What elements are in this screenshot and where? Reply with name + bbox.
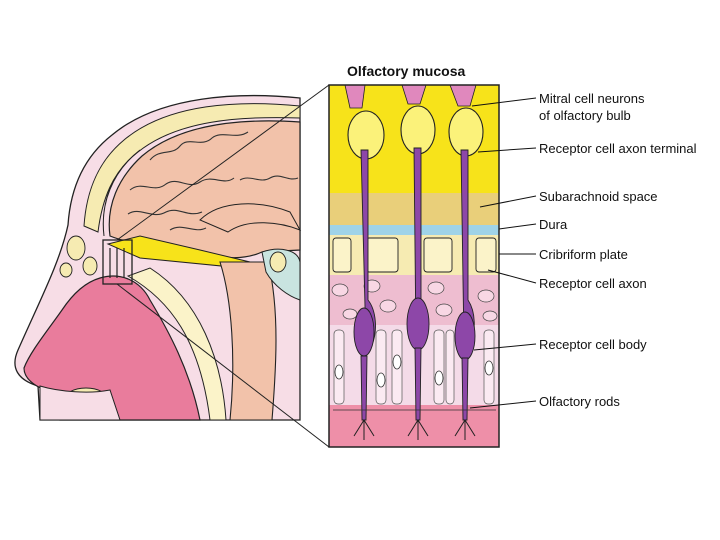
lower-jaw bbox=[39, 385, 121, 421]
highlight-fibers bbox=[109, 248, 125, 278]
axon-layer-cells bbox=[331, 279, 498, 322]
skull bbox=[83, 103, 301, 233]
leader-subarachnoid bbox=[479, 195, 537, 208]
head-section bbox=[14, 84, 330, 448]
label-mitral-cell-neurons: Mitral cell neurons of olfactory bulb bbox=[539, 90, 645, 124]
leader-terminal bbox=[477, 147, 537, 153]
diagram-title: Olfactory mucosa bbox=[347, 63, 466, 79]
label-receptor-cell-body: Receptor cell body bbox=[539, 337, 647, 352]
zoom-line-bottom bbox=[116, 283, 330, 448]
cribriform-cells bbox=[332, 237, 497, 273]
label-receptor-cell-axon: Receptor cell axon bbox=[539, 276, 647, 291]
leader-dura bbox=[498, 223, 537, 230]
brain-rim bbox=[102, 149, 141, 237]
label-mitral-line-1: Mitral cell neurons bbox=[539, 91, 645, 106]
zoom-line-top bbox=[116, 84, 330, 241]
leader-lines bbox=[469, 97, 537, 409]
brainstem bbox=[219, 261, 277, 421]
layer-cribriform bbox=[329, 235, 499, 275]
epithelium-nuclei bbox=[334, 354, 494, 388]
brain-gyri bbox=[127, 131, 299, 231]
leader-mitral bbox=[471, 97, 537, 107]
mitral-regions bbox=[344, 84, 477, 109]
layer-subarachnoid bbox=[329, 193, 499, 225]
glomeruli bbox=[347, 105, 484, 160]
layer-dura bbox=[329, 225, 499, 235]
leader-rods bbox=[469, 400, 537, 409]
palate-region bbox=[126, 267, 227, 421]
label-cribriform-plate: Cribriform plate bbox=[539, 247, 628, 262]
leader-axon bbox=[487, 269, 537, 284]
label-mitral-line-2: of olfactory bulb bbox=[539, 108, 631, 123]
label-dura: Dura bbox=[539, 217, 568, 232]
leader-body bbox=[473, 343, 537, 351]
panel-border bbox=[328, 84, 500, 448]
corpus-callosum bbox=[199, 203, 302, 233]
rod-tufts bbox=[353, 419, 476, 440]
receptor-neurons bbox=[353, 147, 476, 421]
mucosa-panel bbox=[328, 84, 500, 448]
label-olfactory-rods: Olfactory rods bbox=[539, 394, 620, 409]
label-receptor-cell-axon-terminal: Receptor cell axon terminal bbox=[539, 141, 697, 156]
label-subarachnoid-space: Subarachnoid space bbox=[539, 189, 658, 204]
